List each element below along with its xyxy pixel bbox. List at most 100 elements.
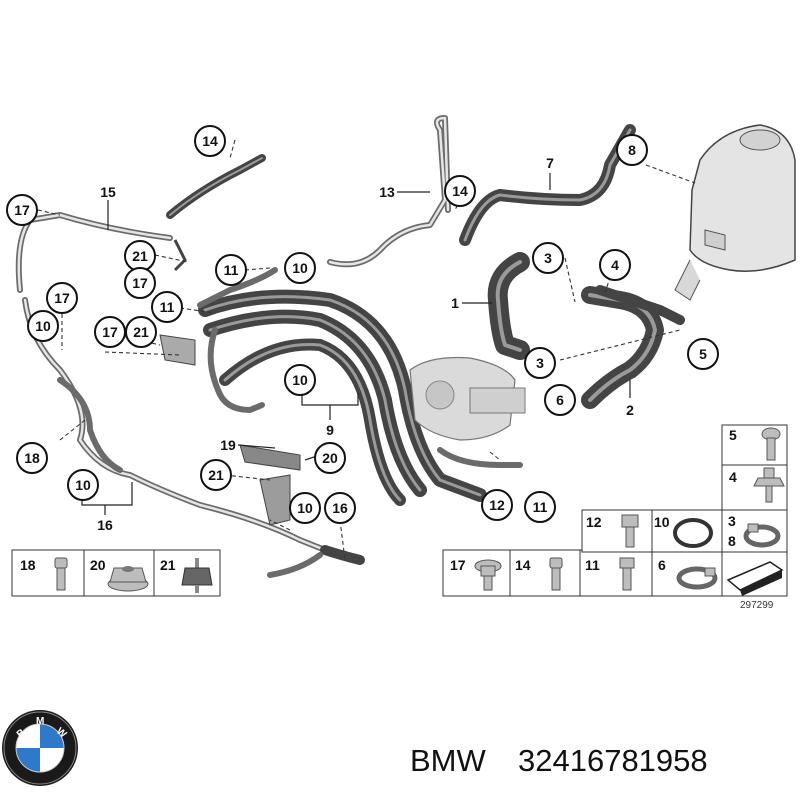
- callout-label: 21: [208, 467, 224, 483]
- label-9: 9: [326, 422, 334, 438]
- label-19: 19: [220, 437, 236, 453]
- label-16: 16: [97, 517, 113, 533]
- callout-10: 10: [27, 310, 59, 342]
- legend-num-12: 12: [586, 514, 602, 530]
- callout-label: 11: [160, 299, 175, 315]
- legend-num-3: 3: [728, 513, 736, 529]
- torx-screw-icon: [761, 427, 781, 461]
- callout-label: 10: [292, 260, 308, 276]
- legend-num-4: 4: [729, 469, 737, 485]
- callout-17: 17: [6, 194, 38, 226]
- legend-top-right: 5 4: [721, 424, 788, 511]
- legend-bottom-left: 18 20 21: [11, 549, 221, 597]
- callout-11: 11: [151, 291, 183, 323]
- caption-brand: BMW: [410, 743, 487, 778]
- callout-3: 3: [524, 347, 556, 379]
- callout-16: 16: [324, 492, 356, 524]
- power-steering-pump: [409, 356, 526, 441]
- callout-label: 12: [489, 497, 505, 513]
- shim-wedge-icon: [726, 561, 784, 596]
- label-13: 13: [379, 184, 395, 200]
- callout-11: 11: [215, 254, 247, 286]
- legend-middle-right: 12 10 3 8: [581, 509, 788, 553]
- legend-num-18: 18: [20, 557, 36, 573]
- callout-10: 10: [284, 252, 316, 284]
- callout-label: 20: [322, 450, 338, 466]
- callout-label: 17: [54, 290, 70, 306]
- callout-label: 16: [332, 500, 348, 516]
- callout-6: 6: [544, 384, 576, 416]
- bmw-logo: B M W: [2, 710, 78, 786]
- callout-20: 20: [314, 442, 346, 474]
- callout-14: 14: [194, 125, 226, 157]
- hex-bolt-icon: [621, 514, 639, 548]
- flange-screw-icon: [474, 559, 502, 591]
- callout-5: 5: [687, 338, 719, 370]
- callout-11: 11: [524, 491, 556, 523]
- callout-label: 17: [14, 202, 30, 218]
- callout-label: 8: [628, 142, 636, 158]
- legend-num-10: 10: [654, 514, 670, 530]
- callout-label: 10: [75, 477, 91, 493]
- callout-label: 3: [536, 355, 544, 371]
- brackets: [159, 239, 301, 526]
- socket-bolt-icon: [54, 557, 68, 591]
- callout-label: 6: [556, 392, 564, 408]
- callout-label: 5: [699, 346, 707, 362]
- legend-num-5: 5: [729, 427, 737, 443]
- legend-num-20: 20: [90, 557, 106, 573]
- label-1: 1: [451, 295, 459, 311]
- callout-label: 14: [452, 183, 468, 199]
- legend-num-6: 6: [658, 557, 666, 573]
- callout-label: 14: [202, 133, 218, 149]
- callout-21: 21: [200, 459, 232, 491]
- reservoir-tank: [674, 124, 796, 301]
- rubber-mount-icon: [181, 558, 213, 593]
- callout-label: 4: [611, 257, 619, 273]
- callout-label: 11: [533, 499, 548, 515]
- label-7: 7: [546, 155, 554, 171]
- legend-num-21: 21: [160, 557, 176, 573]
- hex-nut-screw-icon: [753, 467, 785, 503]
- callout-label: 3: [544, 250, 552, 266]
- label-2: 2: [626, 402, 634, 418]
- callout-17: 17: [46, 282, 78, 314]
- callout-10: 10: [284, 364, 316, 396]
- seal-ring-icon: [673, 518, 713, 548]
- callout-3: 3: [532, 242, 564, 274]
- hex-bolt-icon: [619, 557, 635, 591]
- hose-clamp-icon: [676, 566, 718, 590]
- callout-label: 10: [297, 500, 313, 516]
- legend-num-14: 14: [515, 557, 531, 573]
- plain-labels: 15 13 7 1 2 9 16 19: [97, 155, 634, 533]
- legend-num-8: 8: [728, 533, 736, 549]
- legend-bottom-right: 17 14 11 6: [442, 549, 788, 597]
- callout-label: 18: [24, 450, 40, 466]
- solid-leaders: [81, 173, 631, 515]
- label-15: 15: [100, 184, 116, 200]
- collar-nut-icon: [107, 566, 149, 592]
- figure-number: 297299: [740, 600, 774, 611]
- callout-10: 10: [289, 492, 321, 524]
- callout-label: 10: [292, 372, 308, 388]
- callout-label: 21: [133, 324, 149, 340]
- callout-label: 17: [102, 324, 118, 340]
- callout-12: 12: [481, 489, 513, 521]
- callout-label: 11: [224, 262, 239, 278]
- callout-4: 4: [599, 249, 631, 281]
- callout-label: 21: [132, 248, 148, 264]
- callout-label: 17: [132, 275, 148, 291]
- legend-num-11: 11: [585, 557, 600, 573]
- socket-bolt-icon: [549, 557, 563, 591]
- callout-14: 14: [444, 175, 476, 207]
- hose-clamp-icon: [743, 523, 781, 548]
- legend-num-17: 17: [450, 557, 466, 573]
- callout-21: 21: [125, 316, 157, 348]
- callout-10: 10: [67, 469, 99, 501]
- hose-lines: [15, 115, 685, 578]
- callout-17: 17: [94, 316, 126, 348]
- callout-17: 17: [124, 267, 156, 299]
- caption-part-number: 32416781958: [518, 743, 708, 778]
